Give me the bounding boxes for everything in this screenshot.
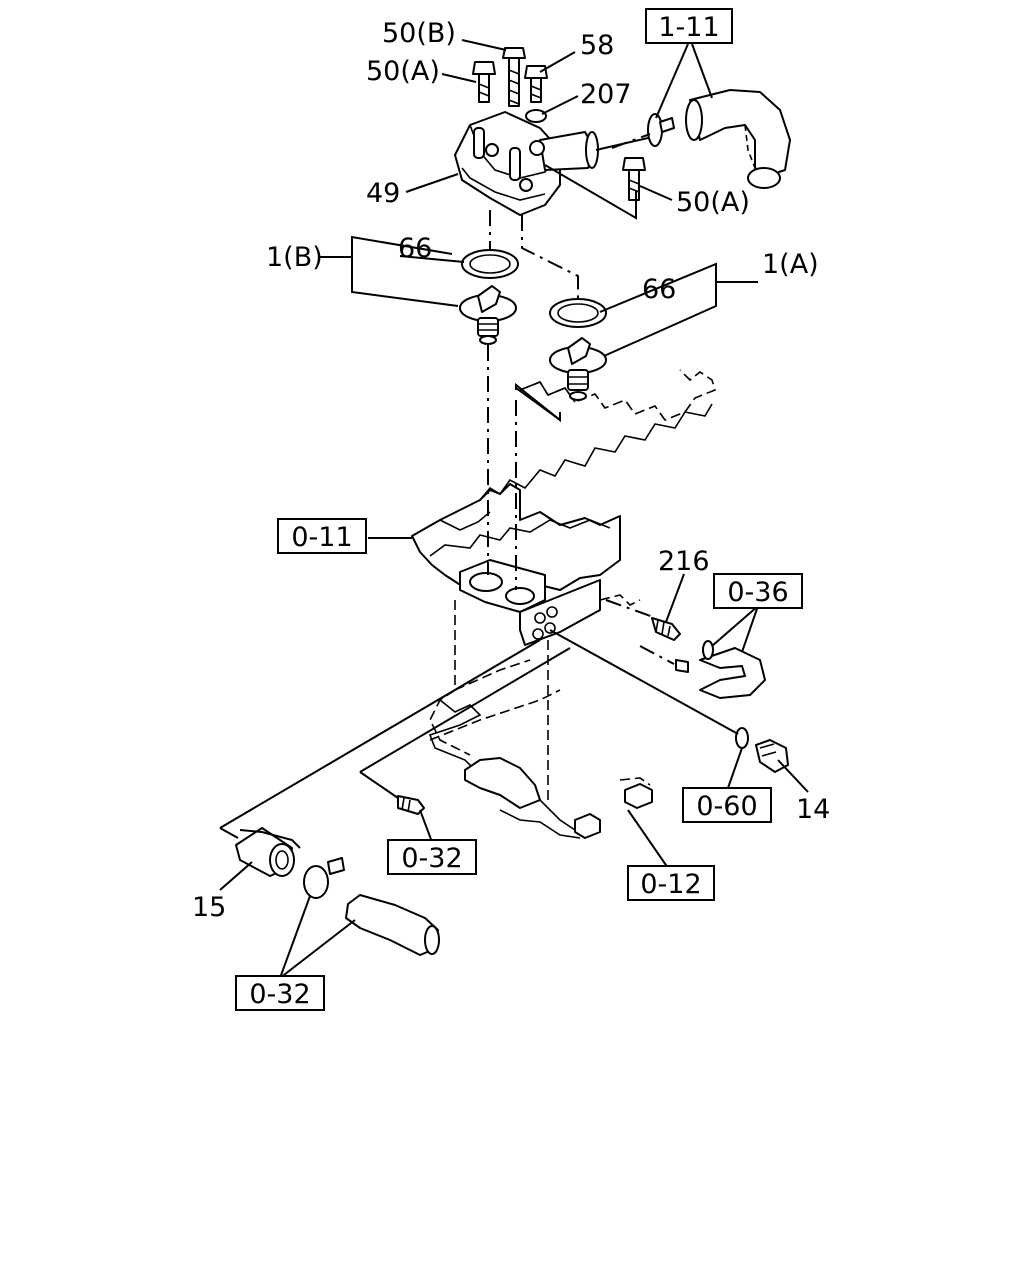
- callout-0-12-text: 0-12: [640, 869, 701, 900]
- plug-14-shape: [735, 727, 789, 773]
- thermostat-1a-shape: [549, 337, 607, 401]
- label-15: 15: [192, 892, 226, 923]
- callout-1-11-text: 1-11: [658, 12, 719, 43]
- label-207: 207: [580, 79, 632, 110]
- engine-block: [411, 369, 716, 839]
- fitting-216-shape: [651, 617, 681, 641]
- callout-0-32-bottom-text: 0-32: [249, 979, 310, 1010]
- callout-0-11-text: 0-11: [291, 522, 352, 553]
- bolt-58-group: [524, 65, 548, 103]
- label-1b: 1(B): [266, 242, 323, 273]
- callout-0-11: 0-11: [277, 518, 367, 554]
- label-58: 58: [580, 30, 614, 61]
- label-14: 14: [796, 794, 830, 825]
- leader-lines: [219, 39, 809, 979]
- callout-0-60: 0-60: [682, 787, 772, 823]
- bolt-50a-top-group: [472, 61, 496, 103]
- gasket-66-left-shape: [461, 249, 519, 279]
- callout-0-32-bottom: 0-32: [235, 975, 325, 1011]
- bolt-50a-right-group: [622, 157, 646, 201]
- thermostat-1b-shape: [459, 285, 517, 345]
- label-216: 216: [658, 546, 710, 577]
- label-49: 49: [366, 178, 400, 209]
- upper-hose: [647, 89, 791, 189]
- callout-0-60-text: 0-60: [696, 791, 757, 822]
- callout-0-12: 0-12: [627, 865, 715, 901]
- callout-0-32-mid-text: 0-32: [401, 843, 462, 874]
- callout-0-32-mid: 0-32: [387, 839, 477, 875]
- callout-0-36-text: 0-36: [727, 577, 788, 608]
- label-50a-top: 50(A): [366, 56, 440, 87]
- label-50a-right: 50(A): [676, 187, 750, 218]
- callout-0-36: 0-36: [713, 573, 803, 609]
- small-hose-0-36: [675, 640, 766, 699]
- label-1a: 1(A): [762, 249, 819, 280]
- lower-hose-0-32: [303, 857, 440, 956]
- phantom-lines: [487, 133, 675, 665]
- label-66-right: 66: [642, 274, 676, 305]
- callout-1-11: 1-11: [645, 8, 733, 44]
- label-66-left: 66: [398, 233, 432, 264]
- label-50b: 50(B): [382, 18, 456, 49]
- washer-207-shape: [525, 109, 547, 123]
- bolt-50b-group: [502, 47, 526, 107]
- gasket-66-right-shape: [549, 298, 607, 328]
- thermostat-housing: [454, 111, 599, 216]
